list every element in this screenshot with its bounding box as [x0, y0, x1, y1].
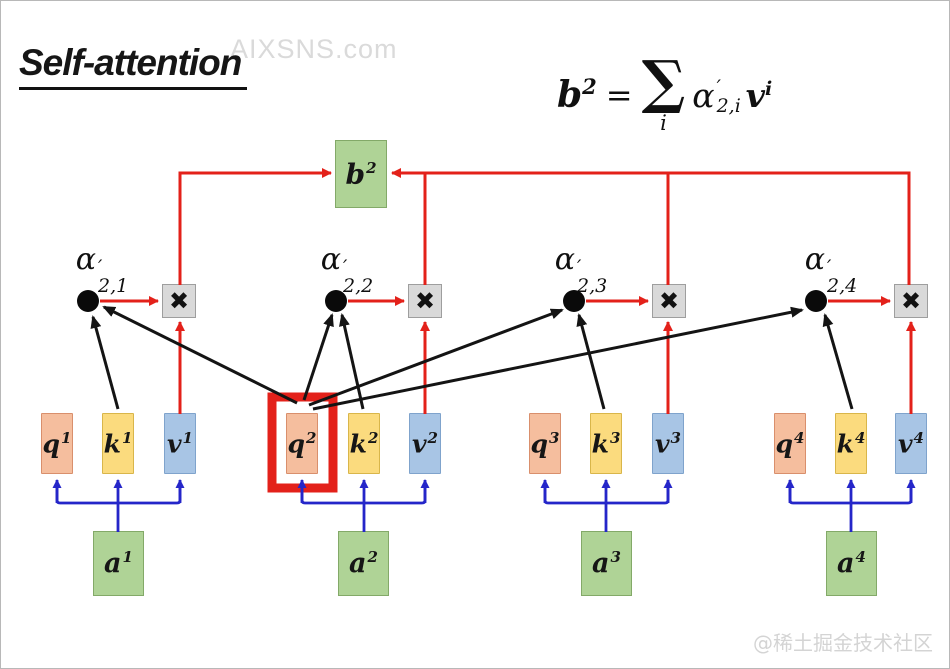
a1-input-box: a1: [93, 531, 144, 596]
blue-bracket-1: [55, 488, 182, 505]
formula-equals: =: [605, 76, 633, 114]
formula-v: vi: [745, 75, 773, 115]
multiply-node-1: ✖: [162, 284, 196, 318]
alpha-2-2-label: α′2,2: [320, 242, 374, 297]
sigma-icon: ∑: [641, 48, 686, 117]
black-attention-wires: [90, 305, 854, 411]
page-title: Self-attention: [19, 42, 248, 90]
b2-output-box: b2: [335, 140, 387, 208]
red-flow-wires: [100, 168, 916, 414]
black-arrow-k4-dot4: [822, 313, 854, 410]
blue-bracket-4: [788, 488, 913, 505]
q1-box: q1: [41, 413, 73, 474]
q4-box: q4: [774, 413, 806, 474]
v1-box: v1: [164, 413, 196, 474]
k4-box: k4: [835, 413, 867, 474]
q3-box: q3: [529, 413, 561, 474]
blue-input-wires: [52, 479, 916, 532]
score-dot-1: [77, 290, 99, 312]
v2-box: v2: [409, 413, 441, 474]
watermark-bottom: @稀土掘金技术社区: [753, 631, 933, 655]
black-arrow-k3-dot3: [576, 313, 606, 410]
sum-index: i: [660, 110, 667, 135]
black-arrow-k2-dot2: [339, 313, 365, 410]
multiply-icon: ✖: [168, 287, 190, 315]
blue-bracket-3: [543, 488, 670, 505]
blue-bracket-2: [300, 488, 427, 505]
formula-lhs: b2: [557, 74, 597, 116]
v4-box: v4: [895, 413, 927, 474]
q2-box: q2: [286, 413, 318, 474]
multiply-node-2: ✖: [408, 284, 442, 318]
a3-input-box: a3: [581, 531, 632, 596]
multiply-node-4: ✖: [894, 284, 928, 318]
k3-box: k3: [590, 413, 622, 474]
k2-box: k2: [348, 413, 380, 474]
alpha-2-1-label: α′2,1: [75, 242, 129, 297]
black-arrow-q2-dot3: [308, 308, 564, 407]
multiply-icon: ✖: [658, 287, 680, 315]
a2-input-box: a2: [338, 531, 389, 596]
v3-box: v3: [652, 413, 684, 474]
watermark-top: AIXSNS.com: [230, 34, 398, 64]
black-arrow-q2-dot2: [302, 313, 334, 401]
attention-formula: b2 = ∑ i α′2,i vi: [557, 45, 772, 145]
formula-sum: ∑ i: [641, 48, 686, 135]
multiply-icon: ✖: [414, 287, 436, 315]
black-arrow-q2-dot1: [102, 305, 298, 405]
black-arrow-q2-dot4: [312, 306, 804, 411]
formula-alpha: α′2,i: [692, 75, 741, 117]
alpha-2-3-label: α′2,3: [554, 242, 608, 297]
score-dot-4: [805, 290, 827, 312]
multiply-node-3: ✖: [652, 284, 686, 318]
black-arrow-k1-dot1: [90, 315, 120, 410]
k1-box: k1: [102, 413, 134, 474]
a4-input-box: a4: [826, 531, 877, 596]
alpha-2-4-label: α′2,4: [804, 242, 858, 297]
multiply-icon: ✖: [900, 287, 922, 315]
